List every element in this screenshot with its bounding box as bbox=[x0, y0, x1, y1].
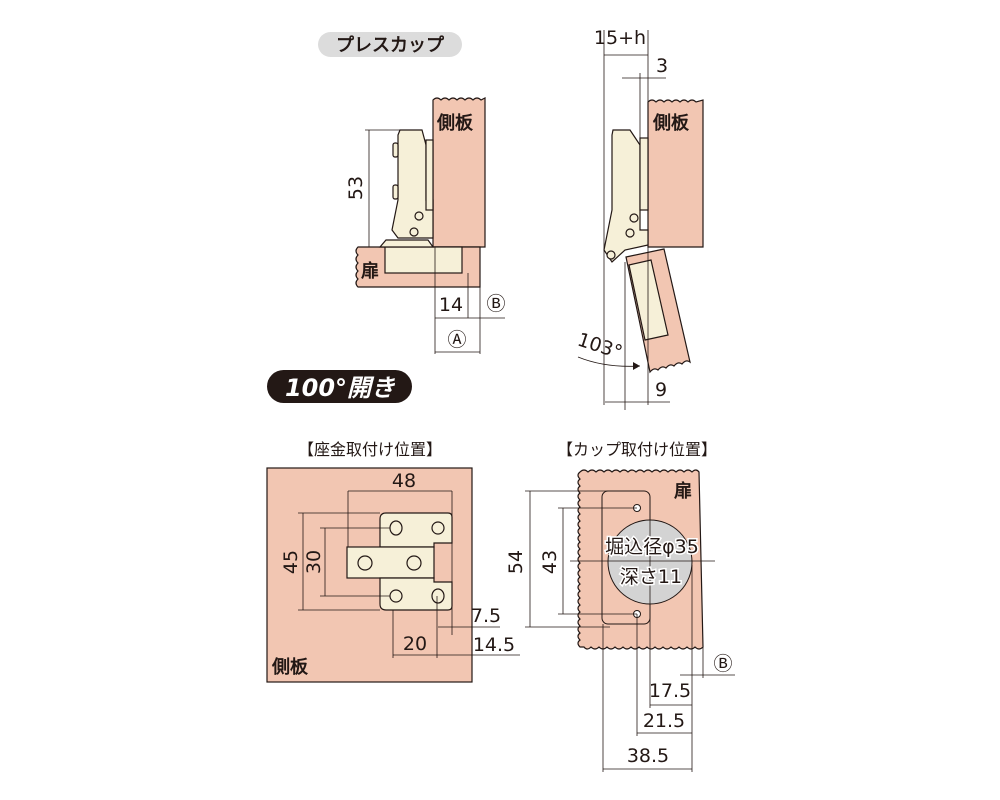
side-panel bbox=[647, 99, 704, 248]
screw-icon bbox=[409, 227, 419, 237]
dim-9: 9 bbox=[655, 379, 667, 401]
door-label: 扉 bbox=[674, 480, 692, 502]
marker-b: Ⓑ bbox=[713, 653, 732, 675]
marker-a: Ⓐ bbox=[447, 329, 466, 351]
hinge-cup bbox=[384, 246, 463, 274]
bore-diameter-label: 堀込径φ35 bbox=[605, 536, 699, 558]
hinge-knob bbox=[392, 184, 399, 200]
dim-14: 14 bbox=[439, 294, 463, 316]
dim-38-5: 38.5 bbox=[627, 745, 669, 767]
screw-icon bbox=[414, 211, 424, 221]
dim-30: 30 bbox=[303, 550, 325, 574]
dim-17-5: 17.5 bbox=[649, 680, 691, 702]
dim-15-h: 15+h bbox=[594, 27, 646, 49]
hinge-knob bbox=[392, 142, 399, 158]
hinge-arm bbox=[603, 129, 649, 263]
press-cup-view: プレスカップ 側板 扉 53 14 Ⓑ Ⓐ bbox=[318, 32, 506, 354]
cup-header: 【カップ取付け位置】 bbox=[557, 440, 717, 459]
marker-b: Ⓑ bbox=[486, 293, 505, 315]
dim-3: 3 bbox=[656, 55, 668, 77]
dim-7-5: 7.5 bbox=[471, 605, 501, 627]
screw-icon bbox=[431, 521, 445, 535]
side-panel-label: 側板 bbox=[436, 112, 474, 134]
side-panel-label: 側板 bbox=[271, 656, 309, 678]
cross-screw-icon bbox=[406, 555, 422, 571]
dim-20: 20 bbox=[403, 633, 427, 655]
side-panel bbox=[432, 97, 486, 248]
hinge-plate bbox=[425, 139, 434, 211]
slot-hole-icon bbox=[389, 520, 403, 536]
screw-icon bbox=[389, 589, 403, 603]
plate-header: 【座金取付け位置】 bbox=[298, 440, 442, 459]
opening-angle-text: 100°開き bbox=[285, 374, 395, 402]
plate-mounting-view: 【座金取付け位置】 側板 48 45 30 20 7.5 14.5 bbox=[266, 440, 520, 683]
cross-screw-icon bbox=[357, 555, 373, 571]
dim-43: 43 bbox=[539, 550, 561, 574]
open-view: 側板 15+h 3 9 103° bbox=[575, 27, 704, 410]
cup-mounting-view: 【カップ取付け位置】 扉 堀込径φ35 深さ11 54 43 Ⓑ 17.5 21… bbox=[505, 440, 735, 772]
hinge-cup bbox=[628, 259, 669, 341]
dim-21-5: 21.5 bbox=[643, 710, 685, 732]
screw-icon bbox=[629, 213, 639, 223]
side-panel-label: 側板 bbox=[652, 112, 690, 134]
dim-45: 45 bbox=[280, 550, 302, 574]
screw-icon bbox=[606, 250, 616, 260]
title-press-cup: プレスカップ bbox=[336, 34, 445, 56]
dim-14-5: 14.5 bbox=[473, 634, 515, 656]
screw-icon bbox=[625, 228, 635, 238]
dim-53: 53 bbox=[345, 176, 367, 200]
hinge-arm bbox=[391, 129, 434, 239]
dim-54: 54 bbox=[505, 550, 527, 574]
bore-depth-label: 深さ11 bbox=[620, 566, 682, 588]
door-label: 扉 bbox=[361, 260, 379, 282]
hinge-base bbox=[378, 239, 435, 248]
opening-angle-badge bbox=[267, 370, 412, 403]
slot-hole-icon bbox=[431, 588, 445, 604]
hinge-plate bbox=[639, 137, 649, 211]
title-pill bbox=[318, 32, 462, 57]
dim-48: 48 bbox=[392, 470, 416, 492]
arrow-icon bbox=[633, 362, 640, 370]
